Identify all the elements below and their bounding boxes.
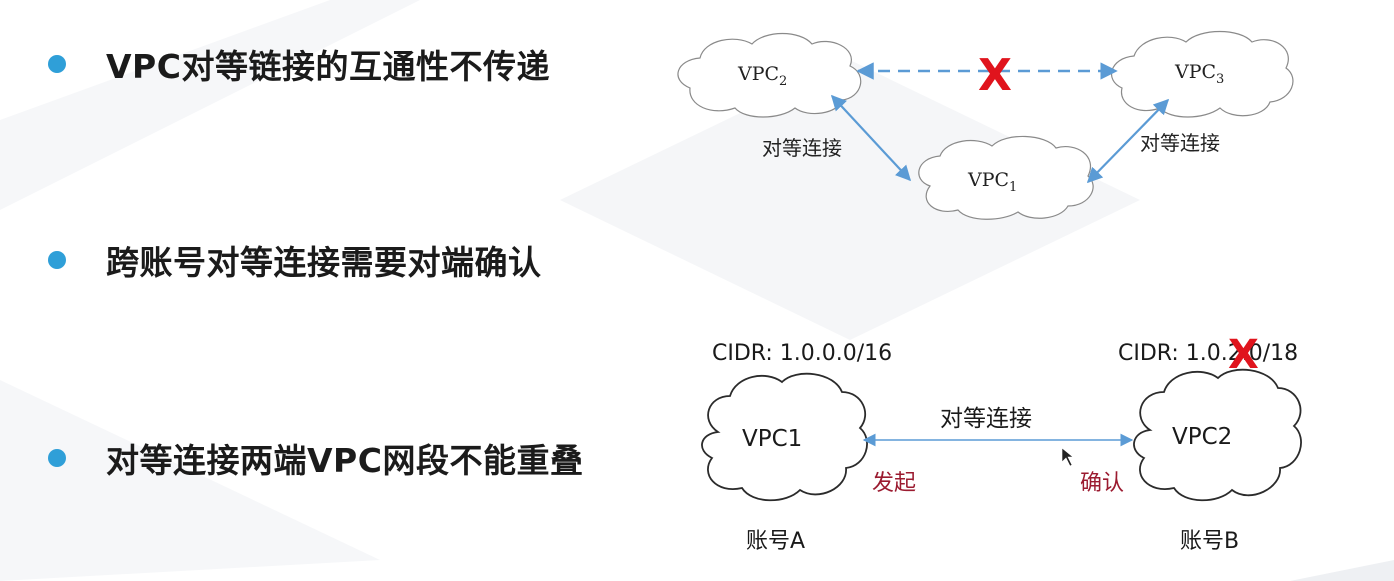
vpc2-cloud bbox=[677, 33, 862, 118]
cidr-a-label: CIDR: 1.0.0.0/16 bbox=[712, 341, 892, 366]
confirm-label: 确认 bbox=[1080, 471, 1124, 496]
peering-link-left bbox=[830, 94, 912, 182]
account-a-label: 账号A bbox=[746, 529, 805, 554]
bullet-item-1: VPC对等链接的互通性不传递 bbox=[48, 40, 550, 88]
bullet-dot bbox=[48, 251, 66, 269]
bullet-dot bbox=[48, 449, 66, 467]
blocked-cross-icon: X bbox=[978, 50, 1012, 101]
peering-label: 对等连接 bbox=[940, 406, 1032, 432]
peering-label-left: 对等连接 bbox=[762, 136, 842, 160]
cidr-b-label: CIDR: 1.0.2.0/18 bbox=[1118, 341, 1298, 366]
bullet-text: 跨账号对等连接需要对端确认 bbox=[106, 243, 542, 282]
vpc-b-cloud bbox=[1133, 368, 1302, 502]
vpc2-label: VPC2 bbox=[737, 63, 787, 89]
bullet-dot bbox=[48, 55, 66, 73]
peering-link-right bbox=[1086, 98, 1170, 184]
vpc1-label: VPC1 bbox=[967, 169, 1017, 195]
vpc3-cloud bbox=[1111, 31, 1294, 118]
account-b-label: 账号B bbox=[1180, 529, 1239, 554]
mouse-cursor-icon bbox=[1061, 447, 1074, 467]
bullet-text: VPC对等链接的互通性不传递 bbox=[106, 47, 550, 86]
bullet-item-2: 跨账号对等连接需要对端确认 bbox=[48, 236, 542, 284]
peering-label-right: 对等连接 bbox=[1140, 131, 1220, 155]
vpc-b-label: VPC2 bbox=[1172, 424, 1232, 450]
vpc-a-label: VPC1 bbox=[742, 426, 802, 452]
vpc3-label: VPC3 bbox=[1174, 61, 1224, 87]
bullet-text: 对等连接两端VPC网段不能重叠 bbox=[106, 441, 584, 480]
bullet-item-3: 对等连接两端VPC网段不能重叠 bbox=[48, 434, 583, 482]
vpc-a-cloud bbox=[701, 372, 868, 502]
initiate-label: 发起 bbox=[872, 471, 916, 496]
